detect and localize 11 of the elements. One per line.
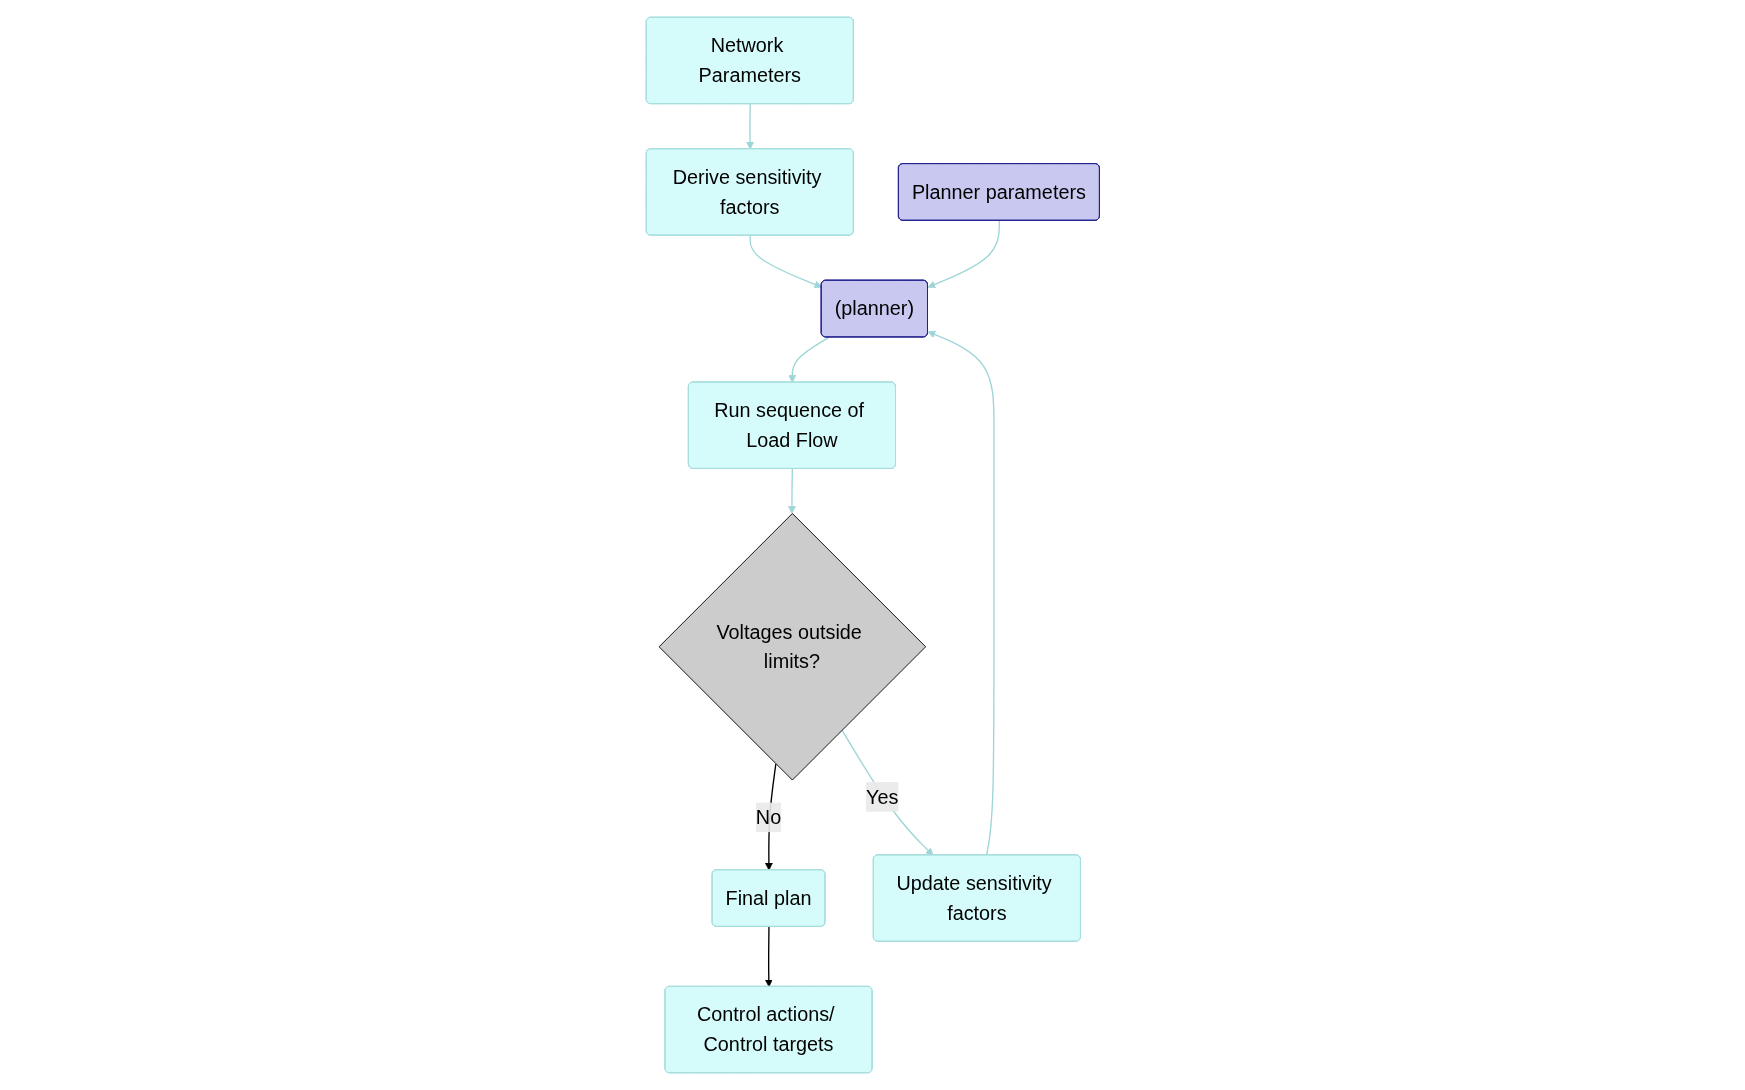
arrow: [745, 103, 754, 150]
arrow: [927, 220, 1000, 289]
arrow: [927, 330, 995, 856]
arrow: [787, 336, 830, 383]
arrow: [840, 729, 934, 856]
edge-label: Yes: [865, 785, 898, 809]
edge-label: No: [755, 806, 781, 829]
arrow: [787, 468, 796, 514]
arrow: [749, 234, 822, 289]
node-diamond: Voltages outside limits?: [658, 513, 926, 781]
arrow: [764, 926, 773, 988]
